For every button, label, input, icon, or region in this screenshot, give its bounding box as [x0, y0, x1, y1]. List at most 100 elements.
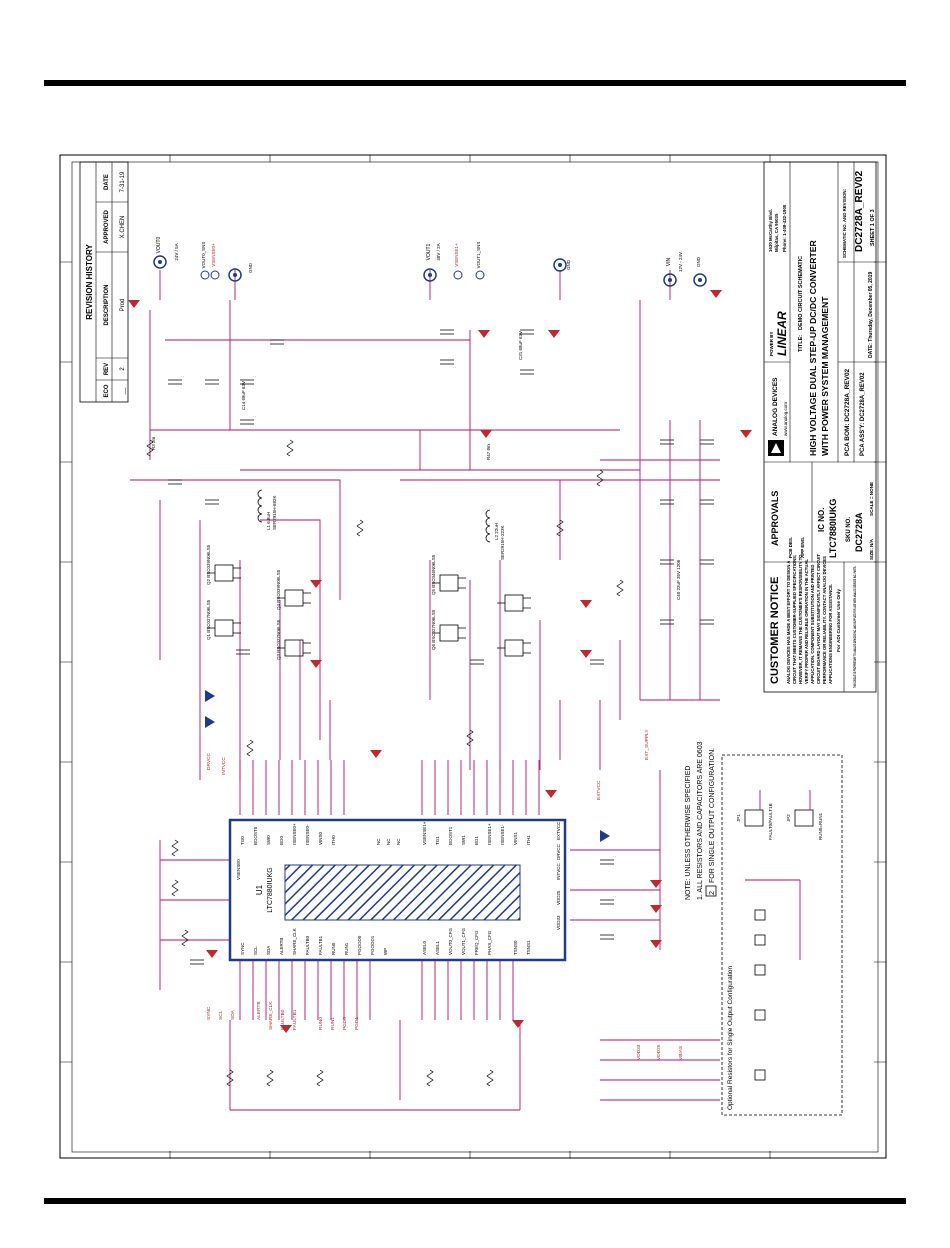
- rev-desc: Prod: [120, 299, 126, 312]
- phone: Phone: 1-408-432-1900: [782, 204, 787, 252]
- pin-nc2: NC: [386, 838, 391, 845]
- net-run1: RUN1: [330, 1017, 336, 1030]
- pin-isense0p: ISENSE0+: [292, 823, 297, 845]
- optional-resistors-box: Optional Resistors for Single Output Con…: [721, 754, 843, 1116]
- pca-assy: PCA ASS'Y: DC2728A_REV02: [860, 372, 866, 456]
- rev-col-approved: APPROVED: [104, 210, 110, 244]
- revision-heading: REVISION HISTORY: [85, 244, 94, 320]
- svg-text:VOUT1_SNS: VOUT1_SNS: [476, 242, 481, 269]
- size-label: SIZE: N/A: [869, 538, 874, 560]
- ic-ref: U1: [255, 884, 264, 895]
- label-q4: Q4 BSC039N06LS5: [276, 569, 281, 610]
- pin-tg0: TG0: [240, 836, 245, 845]
- wires: [130, 270, 720, 1111]
- label-q6: Q6 BSC027N06LS5: [431, 609, 436, 650]
- jp1-text: FAULT0/FAULT1B: [768, 803, 773, 840]
- label-l1: L1 6.8uH: [266, 512, 271, 530]
- pin-bg0: BG0: [279, 835, 284, 845]
- net-sync: SYNC: [206, 1006, 212, 1020]
- jp1-label: JP1: [736, 814, 741, 822]
- pin-bg1: BG1: [474, 835, 479, 845]
- net-scl: SCL: [218, 1010, 224, 1020]
- label-q2: Q2 BSC039N06LS5: [206, 544, 211, 585]
- label-rsense1: R47 8m: [486, 444, 491, 460]
- pin-nc3: NC: [396, 838, 401, 845]
- pcb-des-label: PCB DES.: [788, 537, 793, 558]
- inner-border: [71, 161, 879, 1153]
- mosfet-q7: [497, 594, 531, 612]
- net-ext-supply: EXT_SUPPLY: [644, 729, 650, 760]
- pin-tsns0: TSNS0: [513, 940, 518, 955]
- mosfet-q1: [207, 619, 241, 637]
- pin-vins0: VINS0: [318, 831, 323, 845]
- note-1: 1. ALL RESISTORS AND CAPACITORS ARE 0603: [697, 741, 704, 900]
- pin-ith0: ITH0: [331, 835, 336, 845]
- note-2-box: [705, 885, 717, 897]
- vsense0-terminal: VSENSE0+: [210, 243, 220, 280]
- pin-asel1: ASEL1: [435, 940, 440, 955]
- title-line-2: HIGH VOLTAGE DUAL STEP-UP DC/DC CONVERTE…: [808, 240, 818, 456]
- pin-isense1n: ISENSE1-: [500, 824, 505, 845]
- ic-no-label: IC NO.: [817, 508, 826, 532]
- address-1: 1630 McCarthy Blvd.: [768, 209, 773, 252]
- mosfet-q3: [277, 639, 311, 657]
- svg-text:POWER BY: POWER BY: [769, 331, 774, 356]
- pin-vins1: VINS1: [513, 831, 518, 845]
- label-cout0: C14 68uF 63V: [241, 381, 246, 410]
- rev-date: 7-31-19: [120, 171, 126, 192]
- pin-vsense0: VSENSE0: [236, 859, 241, 880]
- pin-sync: SYNC: [240, 942, 245, 955]
- vout0-spec: 24V / 5A: [174, 243, 179, 260]
- vout0-sns-terminal: VOUT0_SNS: [200, 242, 210, 280]
- net-extvcc: EXTVCC: [596, 780, 602, 800]
- net-alertb: ALERTB: [256, 1001, 262, 1020]
- sku-value: DC2728A: [854, 512, 864, 552]
- rev-col-desc: DESCRIPTION: [104, 284, 110, 325]
- pin-faultb1: FAULTB1: [318, 935, 323, 955]
- pca-bom: PCA BOM: DC2728A_REV02: [844, 368, 851, 456]
- notice-line-3: HOWEVER, IT REMAINS THE CUSTOMER'S RESPO…: [798, 554, 803, 684]
- notice-line-6: CIRCUIT BOARD LAYOUT MAY SIGNIFICANTLY A…: [816, 554, 821, 684]
- note-head: NOTE: UNLESS OTHERWISE SPECIFIED: [685, 766, 692, 900]
- notes: NOTE: UNLESS OTHERWISE SPECIFIED 1. ALL …: [685, 741, 717, 900]
- pin-boost0: BOOST0: [253, 826, 258, 845]
- pin-sda: SDA: [266, 946, 271, 955]
- mosfet-q2: [207, 564, 241, 582]
- pin-isense1p: ISENSE1+: [487, 823, 492, 845]
- gnd-connector-3: GND: [693, 256, 707, 287]
- svg-text:GND: GND: [696, 256, 701, 267]
- note-2-number: 2: [709, 891, 716, 895]
- pin-wp: WP: [383, 948, 388, 955]
- vout1-connector: VOUT1 48V / 2A: [423, 243, 441, 282]
- pin-run1: RUN1: [344, 942, 349, 955]
- net-labels: INTVCC DRVCC EXTVCC EXT_SUPPLY SYNC SCL …: [206, 729, 684, 1060]
- ic-u1: U1 LTC7880IUKG TG0 BOOST0 SW0 BG0 ISENSE…: [228, 818, 567, 962]
- label-l2: L2 22uH: [494, 523, 499, 540]
- notice-line-7: PERFORMANCE OR RELIABILITY. CONTACT ANAL…: [822, 556, 827, 684]
- net-drvcc: DRVCC: [206, 752, 212, 770]
- pin-scl: SCL: [253, 946, 258, 955]
- rev-approved: X.CHEN: [120, 216, 126, 239]
- pin-tsns1: TSNS1: [526, 940, 531, 955]
- inductor-l2: [485, 509, 491, 543]
- gnd-connector-2: GND: [553, 258, 571, 272]
- svg-text:VOUT0_SNS: VOUT0_SNS: [201, 242, 206, 269]
- ic-exposed-pad: [284, 864, 521, 921]
- optional-title: Optional Resistors for Single Output Con…: [727, 965, 734, 1110]
- revision-history: REVISION HISTORY ECO REV DESCRIPTION APP…: [79, 161, 129, 403]
- date: DATE: Thursday, December 05, 2019: [868, 272, 874, 358]
- gnd-connector-1: GND: [228, 262, 253, 282]
- ground-symbols: [128, 290, 752, 1033]
- connectors: VOUT0 24V / 5A VOUT0_SNS VSENSE0+ GND VO…: [153, 236, 707, 287]
- pin-freq-cfg: FREQ_CFG: [474, 930, 479, 955]
- svg-text:VOUT1: VOUT1: [426, 243, 432, 260]
- rev-col-rev: REV: [104, 363, 110, 375]
- sku-label: SKU NO.: [846, 517, 852, 542]
- pin-boost1: BOOST1: [448, 826, 453, 845]
- pin-nc1: NC: [376, 838, 381, 845]
- pin-sw0: SW0: [266, 835, 271, 845]
- sheet-number: SHEET 1 OF 3: [870, 209, 876, 246]
- top-rule: [44, 80, 906, 86]
- label-cin: C40 22uF 35V 1206: [676, 559, 681, 600]
- pin-vout0-cfg: VOUT0_CFG: [448, 927, 453, 955]
